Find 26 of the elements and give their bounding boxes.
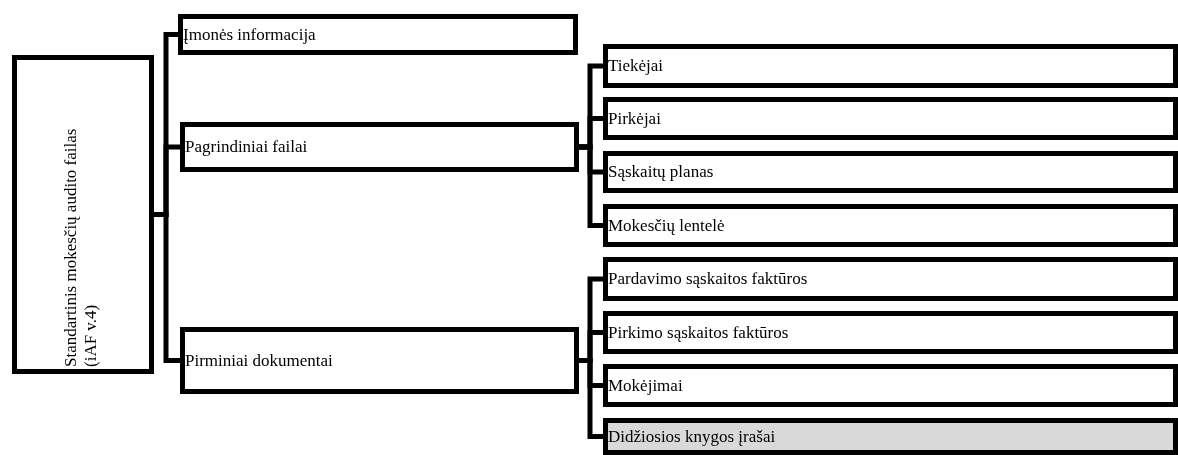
box-label: Pirkimo sąskaitos faktūros (608, 323, 789, 342)
box-label: Sąskaitų planas (608, 162, 714, 182)
category-box (180, 327, 579, 394)
box-label: Didžiosios knygos įrašai (608, 427, 776, 446)
category-box (603, 97, 1178, 140)
box-label: Pagrindiniai failai (185, 137, 308, 157)
category-box (603, 44, 1178, 88)
box-label: Įmonės informacija (183, 25, 316, 44)
box-label: Tiekėjai (608, 56, 664, 76)
connector-line (579, 144, 603, 228)
category-box (603, 151, 1178, 193)
category-box (603, 364, 1178, 407)
box-label: Pirkėjai (608, 109, 661, 128)
box-label: Mokėjimai (608, 376, 683, 395)
box-label: Mokesčių lentelė (608, 216, 725, 235)
root-box (12, 55, 154, 374)
category-box (178, 14, 578, 55)
category-box (603, 418, 1178, 455)
category-box (603, 311, 1178, 354)
box-label: Pirminiai dokumentai (185, 351, 333, 370)
box-label: Standartinis mokesčių audito failas (iAF v.4) (61, 127, 101, 367)
category-box (603, 204, 1178, 247)
box-label: Pardavimo sąskaitos faktūros (608, 269, 808, 289)
category-box (603, 257, 1178, 301)
connector-line (154, 212, 180, 363)
category-box (180, 122, 579, 172)
